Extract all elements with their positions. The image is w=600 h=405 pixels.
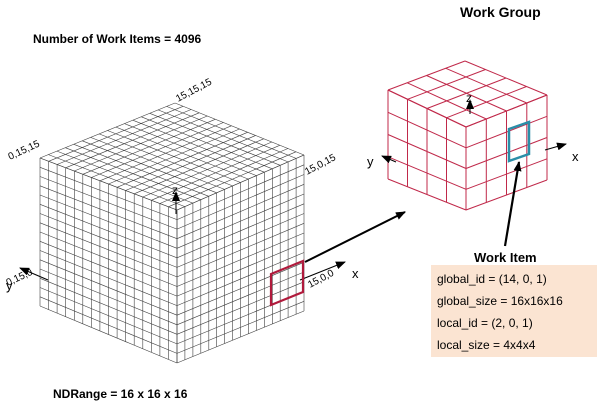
ndrange-left-face-line <box>39 296 178 354</box>
corner-label-top-left: 0,15,15 <box>7 138 42 162</box>
ndrange-axes: z x y <box>6 183 359 293</box>
work-group-x-axis-label: x <box>572 149 579 164</box>
ndrange-top-face-line <box>125 135 256 191</box>
work-item-info-box <box>431 265 597 357</box>
ndrange-top-face-line <box>142 141 272 198</box>
work-group-x-axis-line <box>544 142 567 151</box>
work-item-global-id: global_id = (14, 0, 1) <box>437 272 547 286</box>
work-group-left-face-line <box>387 134 467 169</box>
ndrange-left-face-line <box>39 268 178 326</box>
ndrange-top-face-line <box>141 116 273 170</box>
work-group-y-axis-line <box>381 155 397 164</box>
ndrange-top-face-line <box>132 119 265 173</box>
ndrange-right-face-line <box>176 310 305 364</box>
ndrange-left-face-line <box>39 287 178 345</box>
work-group-left-face-line <box>387 178 467 211</box>
ndrange-right-face-line <box>176 252 305 306</box>
ndrange-right-face-line <box>176 232 305 287</box>
ndrange-left-face-line <box>39 259 178 316</box>
ndrange-top-face-line <box>149 113 281 166</box>
work-group-y-axis-label: y <box>367 154 374 169</box>
corner-label-top-back: 15,15,15 <box>174 76 214 104</box>
work-group-z-axis-label: z <box>466 91 472 105</box>
work-group-cube <box>387 60 548 211</box>
ndrange-left-face-line <box>39 305 178 364</box>
ndrange-size-label: NDRange = 16 x 16 x 16 <box>53 387 188 401</box>
ndrange-right-face-line <box>176 271 305 326</box>
ndrange-top-face-line <box>116 132 248 188</box>
ndrange-right-face-line <box>176 242 305 297</box>
corner-label-top-right: 15,0,15 <box>303 152 338 178</box>
work-group-highlighted-work-item <box>507 120 531 163</box>
ndrange-y-axis-line <box>19 267 49 281</box>
work-item-global-size: global_size = 16x16x16 <box>437 294 563 308</box>
work-group-top-face-line <box>464 60 548 96</box>
work-group-right-face-line <box>465 137 548 169</box>
ndrange-top-face-line <box>159 148 289 204</box>
work-group-title: Work Group <box>460 4 541 20</box>
ndrange-top-face-line <box>108 128 240 185</box>
ndrange-x-axis-label: x <box>352 266 359 281</box>
work-item-pointer-arrow <box>503 161 522 247</box>
work-group-top-face-line <box>446 86 527 119</box>
ndrange-y-axis-label: y <box>6 278 13 293</box>
ndrange-top-face-line <box>124 123 257 176</box>
work-item-local-size: local_size = 4x4x4 <box>437 338 536 352</box>
work-group-right-face-line <box>465 179 548 211</box>
work-item-local-id: local_id = (2, 0, 1) <box>437 316 533 330</box>
ndrange-right-face-line <box>176 262 305 316</box>
ndrange-left-face-line <box>39 250 178 306</box>
work-group-top-face-line <box>445 67 527 104</box>
ndrange-top-face-line <box>134 138 264 195</box>
ndrange-top-face-line <box>174 102 305 156</box>
ndrange-left-face-line <box>39 231 178 287</box>
ndrange-highlighted-work-group <box>269 259 305 307</box>
ndrange-right-face-line <box>176 281 305 335</box>
work-group-right-face-line <box>465 158 548 190</box>
ndrange-left-face-line <box>39 241 178 297</box>
ndrange-top-face-line <box>166 106 297 159</box>
work-items-count-label: Number of Work Items = 4096 <box>33 32 201 46</box>
connector-arrow <box>304 211 406 263</box>
ndrange-x-axis-line <box>299 261 346 281</box>
work-group-top-face-line <box>426 77 507 109</box>
ndrange-top-face-line <box>115 126 249 180</box>
ndrange-left-face-line <box>39 278 178 335</box>
work-item-title: Work Item <box>474 250 537 265</box>
work-group-left-face-line <box>387 156 467 190</box>
ndrange-top-face-line <box>168 151 297 208</box>
work-group-axes: z x y <box>367 91 579 169</box>
ndrange-z-axis-label: z <box>172 183 178 197</box>
ndrange-cube <box>39 102 305 364</box>
ndrange-right-face-line <box>176 301 305 354</box>
ndrange-top-face-line <box>157 109 289 163</box>
